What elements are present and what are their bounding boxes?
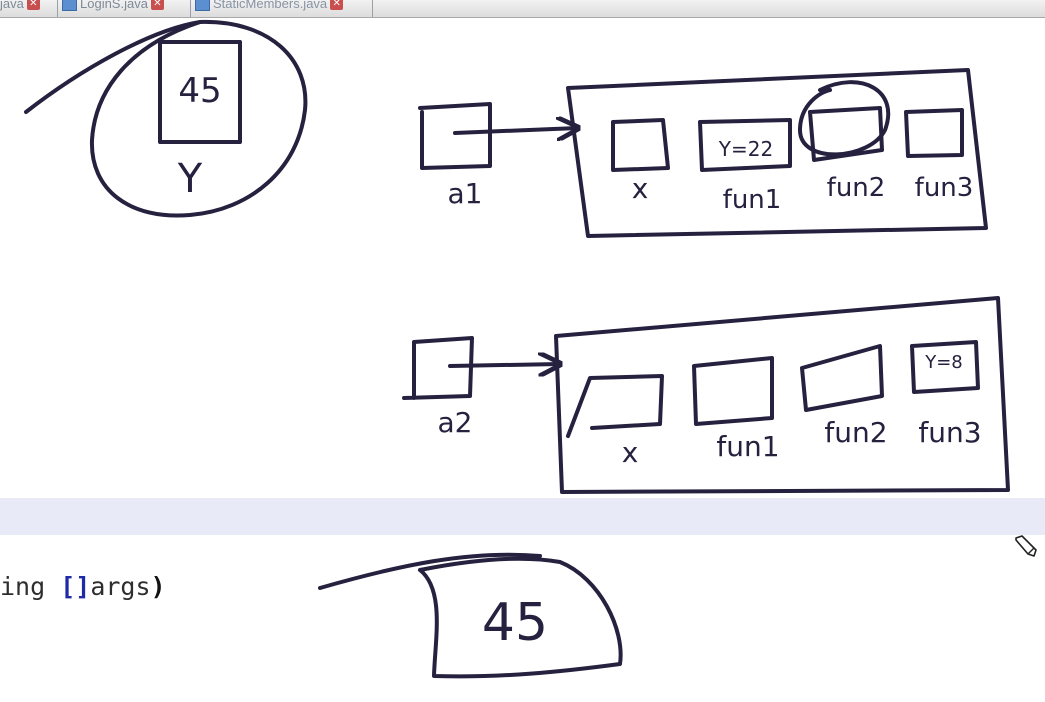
tab-divider [57,0,58,17]
tab-divider [372,0,373,17]
close-icon[interactable]: ✕ [150,0,164,10]
code-token-paren: ) [150,572,166,601]
current-line-highlight [0,498,1045,535]
tab-divider [190,0,191,17]
tab-staticmembers[interactable]: StaticMembers.java ✕ [195,0,344,13]
tab-logins[interactable]: LoginS.java ✕ [62,0,164,13]
tab-label: LoginS.java [80,0,148,11]
code-token-type: ing [0,572,61,601]
tab-label: StaticMembers.java [213,0,328,11]
editor-tab-bar: java ✕ LoginS.java ✕ StaticMembers.java … [0,0,1045,18]
tab-java[interactable]: java ✕ [0,0,40,13]
close-icon[interactable]: ✕ [330,0,344,10]
code-token-args: args [90,572,151,601]
tab-label: java [0,0,24,11]
code-token-brackets: [] [60,572,91,601]
file-java-icon [195,0,210,11]
close-icon[interactable]: ✕ [26,0,40,10]
file-java-icon [62,0,77,11]
code-line-main-signature[interactable]: ing []args) [0,572,166,601]
pencil-cursor-icon [1015,535,1037,557]
